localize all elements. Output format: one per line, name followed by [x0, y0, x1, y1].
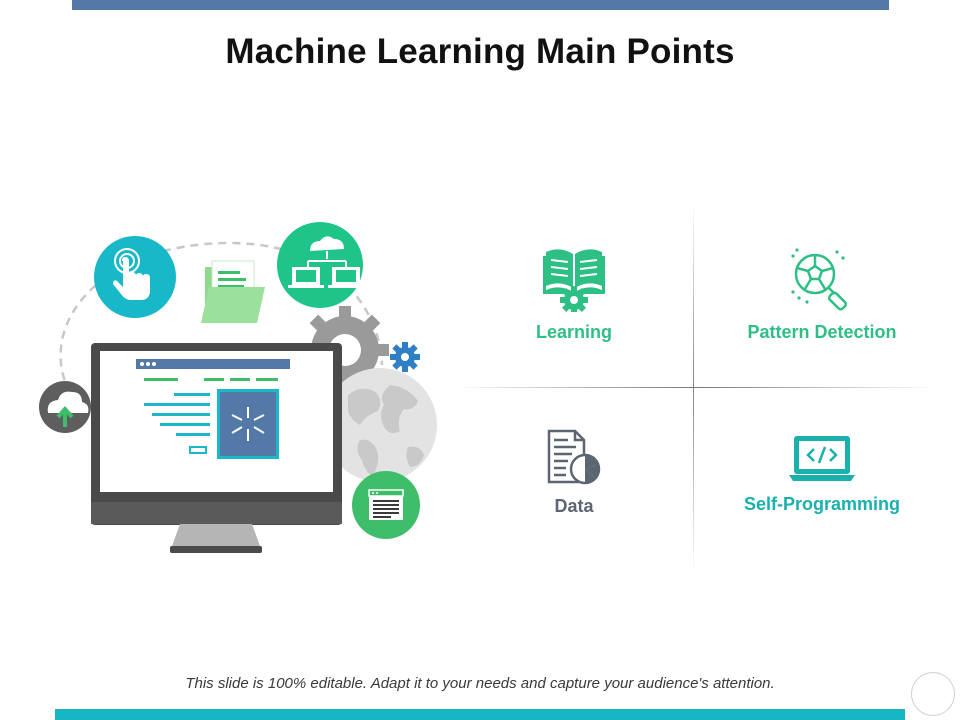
- point-self-programming: Self-Programming: [703, 434, 941, 515]
- point-label: Learning: [535, 322, 612, 342]
- network-computers-icon: [277, 222, 364, 308]
- magnifier-pattern-icon: [791, 248, 848, 311]
- document-pie-chart-icon: [547, 429, 601, 485]
- illustration-graphic: [39, 222, 437, 553]
- book-gear-icon: [543, 249, 605, 312]
- corner-circle: [911, 672, 955, 716]
- touch-hand-icon: [94, 236, 176, 318]
- point-label: Pattern Detection: [747, 322, 897, 342]
- grid-divider-horizontal: [455, 387, 935, 388]
- bottom-accent-bar: [55, 709, 905, 720]
- cloud-upload-icon: [39, 381, 91, 433]
- footer-note: This slide is 100% editable. Adapt it to…: [185, 675, 775, 692]
- point-learning: Learning: [455, 244, 693, 343]
- point-label: Data: [554, 496, 594, 516]
- point-data: Data: [455, 428, 693, 517]
- globe-icon: [323, 368, 437, 482]
- folder-icon: [201, 260, 265, 323]
- top-accent-bar: [72, 0, 889, 10]
- points-grid: Learning: [455, 200, 935, 575]
- point-pattern-detection: Pattern Detection: [703, 246, 941, 343]
- page-title: Machine Learning Main Points: [225, 32, 735, 71]
- browser-window-icon: [352, 471, 420, 539]
- small-gear-icon: [390, 342, 420, 372]
- dashed-arc: [59, 241, 384, 394]
- point-label: Self-Programming: [743, 494, 901, 514]
- monitor-icon: [91, 343, 342, 553]
- laptop-code-icon: [789, 436, 855, 481]
- illustration: [30, 215, 450, 560]
